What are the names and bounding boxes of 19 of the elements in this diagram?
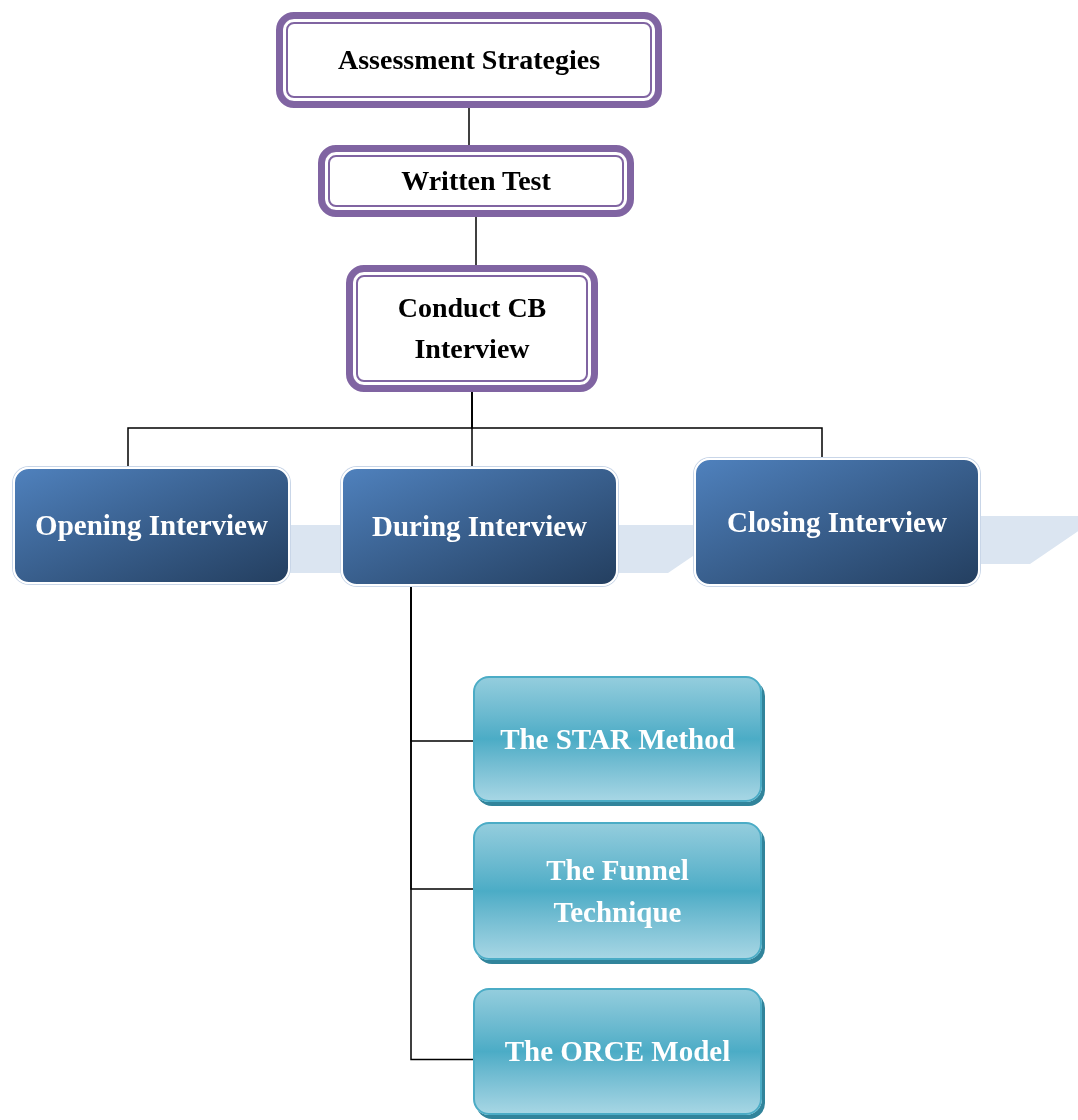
box-label: The Funnel Technique bbox=[545, 852, 690, 930]
box-label: The ORCE Model bbox=[504, 1034, 731, 1070]
process-box bbox=[318, 145, 634, 217]
box-label: Conduct CB Interview bbox=[396, 290, 548, 366]
connector-line bbox=[410, 585, 474, 1061]
process-box bbox=[276, 12, 662, 108]
process-box bbox=[13, 467, 290, 584]
connector-line bbox=[471, 391, 823, 459]
box-label: Assessment Strategies bbox=[337, 42, 601, 77]
process-box bbox=[346, 265, 598, 392]
box-label: Written Test bbox=[401, 163, 551, 198]
box-label: During Interview bbox=[371, 509, 588, 545]
box-label: The STAR Method bbox=[500, 721, 735, 757]
connector-line bbox=[475, 216, 477, 266]
box-label: Opening Interview bbox=[35, 508, 268, 544]
process-box bbox=[694, 458, 980, 586]
connector-line bbox=[468, 107, 470, 146]
box-label: Closing Interview bbox=[727, 504, 947, 540]
process-box bbox=[341, 467, 618, 586]
